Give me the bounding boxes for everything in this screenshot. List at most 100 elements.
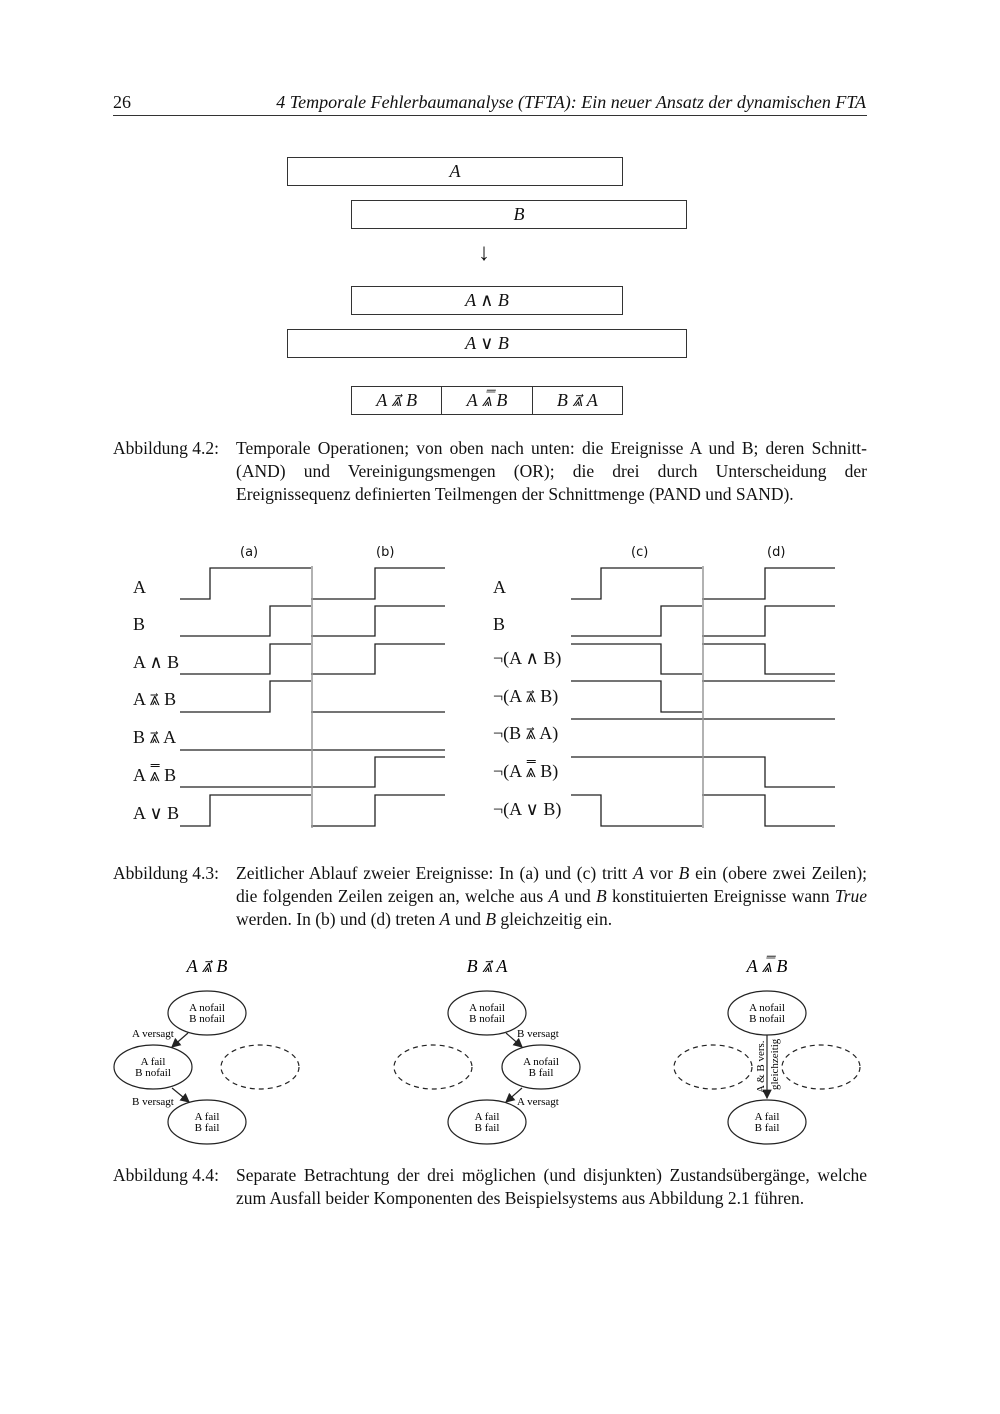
waveform-a xyxy=(702,567,835,600)
transition-edge xyxy=(505,1087,523,1103)
transition-edge xyxy=(171,1032,189,1048)
svg-text:A fail: A fail xyxy=(141,1056,166,1068)
signal-label-left: A ⩓̿ B xyxy=(133,765,177,785)
signal-label-right: ¬(A ⩓⃗ B) xyxy=(493,686,559,706)
svg-text:A nofail: A nofail xyxy=(749,1002,785,1014)
edge-label: B versagt xyxy=(517,1028,559,1040)
state-node-end: A fail B fail xyxy=(727,1099,807,1145)
caption-label: Abbildung 4.2: xyxy=(113,438,219,458)
and-box: A ∧ B xyxy=(351,286,623,315)
or-box: A ∨ B xyxy=(287,329,687,358)
caption-label: Abbildung 4.4: xyxy=(113,1165,219,1185)
edge-label: A versagt xyxy=(132,1028,174,1040)
edge-label: B versagt xyxy=(132,1096,174,1108)
waveform-not-and xyxy=(702,643,835,675)
page-number: 26 xyxy=(113,92,131,112)
svg-text:B fail: B fail xyxy=(529,1067,554,1079)
state-node-end: A fail B fail xyxy=(447,1099,527,1145)
down-arrow-icon: ↓ xyxy=(478,240,490,266)
waveform-not-or xyxy=(702,794,835,827)
signal-label-left: A xyxy=(133,577,146,597)
column-label-d: (d) xyxy=(767,545,786,560)
transition-edge xyxy=(171,1087,190,1103)
waveform-or xyxy=(180,794,311,827)
caption-text: Zeitlicher Ablauf zweier Ereignisse: In … xyxy=(236,863,868,929)
caption-label: Abbildung 4.3: xyxy=(113,863,219,883)
svg-text:A nofail: A nofail xyxy=(189,1002,225,1014)
transition-edge xyxy=(505,1032,523,1048)
signal-label-right: ¬(B ⩓⃗ A) xyxy=(493,723,559,743)
signal-label-right: ¬(A ⩓̿ B) xyxy=(493,761,559,781)
svg-text:B nofail: B nofail xyxy=(469,1013,505,1025)
state-node-b-fail: A nofail B fail xyxy=(501,1044,581,1090)
waveform-not-sand xyxy=(702,756,835,788)
state-node-start: A nofail B nofail xyxy=(167,990,247,1036)
svg-text:A nofail: A nofail xyxy=(469,1002,505,1014)
waveform-not-pand-ab xyxy=(571,680,702,713)
diagram-title: A ⩓⃗ B xyxy=(186,956,228,976)
waveform-and xyxy=(311,643,445,675)
signal-label-right: A xyxy=(493,577,506,597)
waveform-sand xyxy=(311,756,445,788)
waveform-a xyxy=(180,567,311,600)
header-rule xyxy=(113,115,867,116)
svg-text:B fail: B fail xyxy=(475,1122,500,1134)
signal-label-left: A ∧ B xyxy=(133,652,180,672)
waveform-not-or xyxy=(571,794,702,827)
signal-label-left: A ∨ B xyxy=(133,803,180,823)
svg-text:A fail: A fail xyxy=(195,1111,220,1123)
column-label-c: (c) xyxy=(631,545,649,560)
waveform-not-and xyxy=(571,643,702,675)
svg-text:B nofail: B nofail xyxy=(135,1067,171,1079)
edge-label: gleichzeitig xyxy=(769,1038,781,1090)
column-label-a: (a) xyxy=(240,545,259,560)
waveform-b xyxy=(180,605,311,637)
waveform-a xyxy=(311,567,445,600)
state-node-unused xyxy=(393,1044,473,1090)
event-a-box: A xyxy=(287,157,623,186)
signal-label-right: ¬(A ∧ B) xyxy=(493,648,562,668)
event-b-box: B xyxy=(351,200,687,229)
pand-ba-segment: B ⩓⃗ A xyxy=(531,387,622,414)
waveform-pand-ab xyxy=(180,680,311,713)
state-node-a-fail: A fail B nofail xyxy=(113,1044,193,1090)
caption-4-2: Abbildung 4.2: Temporale Operationen; vo… xyxy=(113,437,867,506)
signal-label-left: A ⩓⃗ B xyxy=(133,689,177,709)
state-node-start: A nofail B nofail xyxy=(447,990,527,1036)
edge-label: A versagt xyxy=(517,1096,559,1108)
svg-text:B fail: B fail xyxy=(195,1122,220,1134)
state-node-unused xyxy=(781,1044,861,1090)
waveform-a xyxy=(571,567,702,600)
state-node-unused xyxy=(220,1044,300,1090)
waveform-b xyxy=(702,605,835,637)
pand-sand-box: A ⩓⃗ B A ⩓̿ B B ⩓⃗ A xyxy=(351,386,623,415)
state-node-end: A fail B fail xyxy=(167,1099,247,1145)
signal-label-right: ¬(A ∨ B) xyxy=(493,799,562,819)
state-node-start: A nofail B nofail xyxy=(727,990,807,1036)
caption-text: Temporale Operationen; von oben nach unt… xyxy=(236,438,867,504)
column-label-b: (b) xyxy=(376,545,395,560)
diagram-title: A ⩓̿ B xyxy=(746,955,788,976)
pand-ab-segment: A ⩓⃗ B xyxy=(376,390,418,410)
waveform-b xyxy=(571,605,702,637)
signal-label-left: B xyxy=(133,614,146,634)
svg-text:B fail: B fail xyxy=(755,1122,780,1134)
caption-text: Separate Betrachtung der drei möglichen … xyxy=(236,1165,867,1208)
svg-text:A fail: A fail xyxy=(475,1111,500,1123)
waveform-b xyxy=(311,605,445,637)
sand-segment: A ⩓̿ B xyxy=(441,387,531,414)
svg-text:B nofail: B nofail xyxy=(189,1013,225,1025)
chapter-title: 4 Temporale Fehlerbaumanalyse (TFTA): Ei… xyxy=(276,92,866,112)
waveform-or xyxy=(311,794,445,827)
edge-label: A & B vers. xyxy=(755,1040,767,1093)
svg-text:A nofail: A nofail xyxy=(523,1056,559,1068)
caption-4-4: Abbildung 4.4: Separate Betrachtung der … xyxy=(113,1164,867,1210)
signal-label-left: B ⩓⃗ A xyxy=(133,727,177,747)
caption-4-3: Abbildung 4.3: Zeitlicher Ablauf zweier … xyxy=(113,862,867,931)
state-node-unused xyxy=(673,1044,753,1090)
waveform-and xyxy=(180,643,311,675)
state-diagrams: A ⩓⃗ B A nofail B nofail A fail B nofail… xyxy=(113,955,861,1145)
timing-diagram xyxy=(180,566,835,828)
svg-text:A fail: A fail xyxy=(755,1111,780,1123)
svg-text:B nofail: B nofail xyxy=(749,1013,785,1025)
